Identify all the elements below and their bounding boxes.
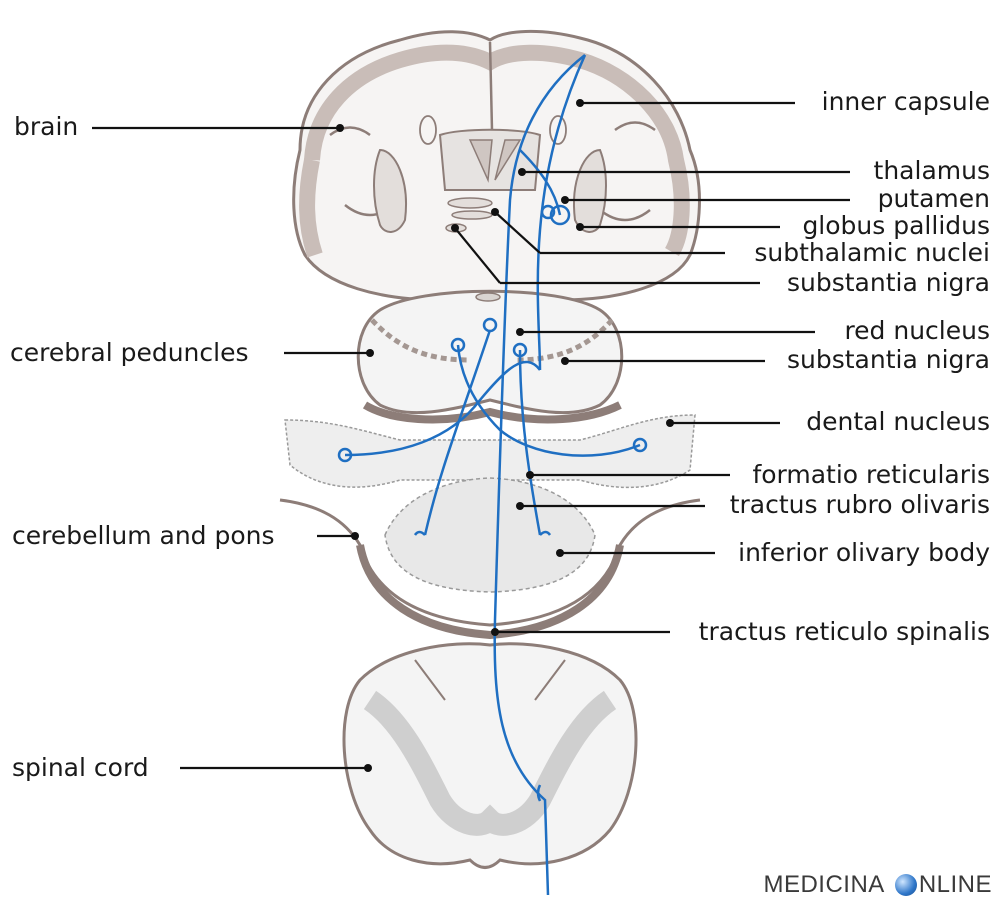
label-putamen: putamen [877,184,990,213]
brain-section [292,30,701,302]
label-globus-pallidus: globus pallidus [802,211,990,240]
label-dental-nucleus: dental nucleus [806,407,990,436]
label-substantia-nigra-lower: substantia nigra [786,345,990,374]
label-tractus-rubro-olivaris: tractus rubro olivaris [729,490,990,519]
label-inner-capsule: inner capsule [821,87,990,116]
label-cerebellum-and-pons: cerebellum and pons [12,521,275,550]
spinal-cord-section [342,642,638,869]
watermark-left: MEDICINA [763,871,885,898]
label-thalamus: thalamus [873,156,990,185]
motor-tracts [337,54,648,896]
label-cerebral-peduncles: cerebral peduncles [10,338,249,367]
leader-lines [92,101,850,770]
watermark: MEDICINA NLINE [763,871,992,899]
label-tractus-reticulo-spinalis: tractus reticulo spinalis [698,617,990,646]
globe-icon [894,874,917,896]
leader-dots [336,99,674,772]
cerebellum-pons-section [279,414,701,640]
label-subthalamic-nuclei: subthalamic nuclei [754,238,990,267]
watermark-right: NLINE [918,871,992,898]
label-brain: brain [14,112,79,141]
label-red-nucleus: red nucleus [844,316,990,345]
label-substantia-nigra-upper: substantia nigra [786,268,990,297]
label-formatio-reticularis: formatio reticularis [752,460,990,489]
midbrain-section [356,289,624,424]
label-spinal-cord: spinal cord [12,753,149,782]
label-inferior-olivary-body: inferior olivary body [738,538,990,567]
